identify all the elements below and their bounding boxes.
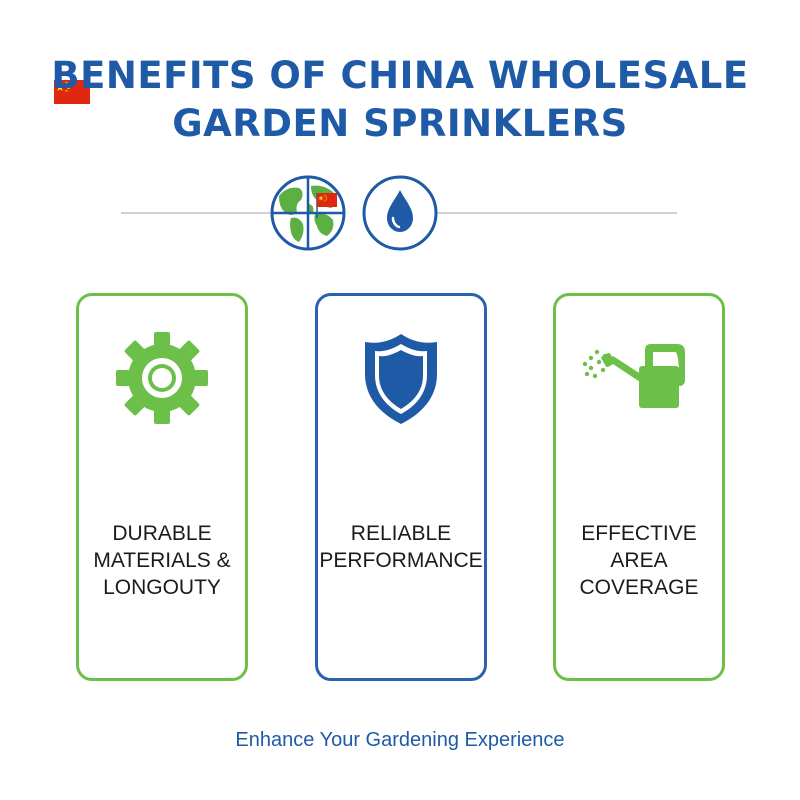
title-line-1: BENEFITS OF CHINA WHOLESALE [51, 54, 749, 97]
benefit-card-durable: DURABLE MATERIALS & LONGOUTY [76, 293, 248, 681]
card-label-reliable: RELIABLE PERFORMANCE [319, 522, 483, 572]
watering-can-icon [582, 344, 685, 408]
water-drop-icon [362, 175, 438, 251]
divider-line-right [437, 212, 677, 214]
shield-icon [365, 334, 437, 424]
divider-line-left [121, 212, 271, 214]
card-label-coverage: EFFECTIVE AREA COVERAGE [579, 522, 699, 599]
globe-with-china-flag-icon [270, 175, 346, 251]
page-title: BENEFITS OF CHINA WHOLESALE GARDEN SPRIN… [0, 52, 800, 148]
gear-icon [116, 332, 208, 424]
benefit-card-reliable: RELIABLE PERFORMANCE [315, 293, 487, 681]
benefit-card-coverage: EFFECTIVE AREA COVERAGE [553, 293, 725, 681]
footer-tagline: Enhance Your Gardening Experience [235, 729, 565, 751]
china-flag-icon [54, 80, 90, 104]
title-line-2: GARDEN SPRINKLERS [172, 102, 628, 145]
card-label-durable: DURABLE MATERIALS & LONGOUTY [93, 522, 231, 599]
